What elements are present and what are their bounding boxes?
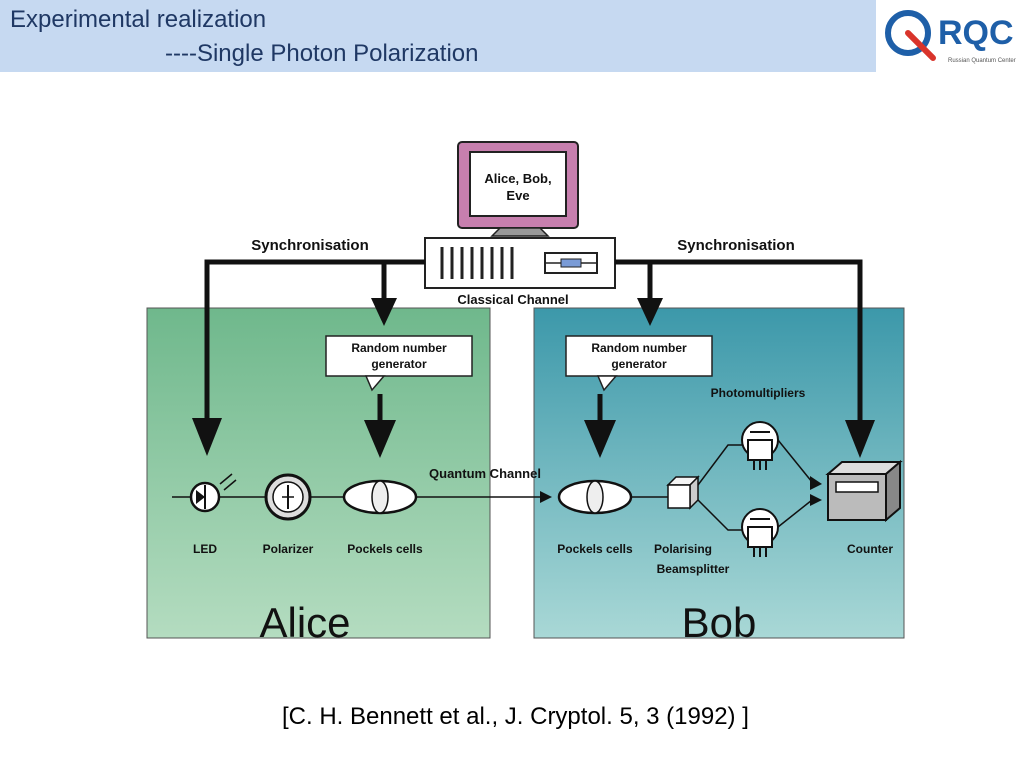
led-icon (189, 473, 237, 513)
counter-icon (825, 459, 903, 523)
logo-text: RQC (938, 14, 1014, 52)
led-label: LED (193, 542, 217, 556)
alice-rng-label-line1: Random number (351, 341, 447, 355)
logo-subtitle: Russian Quantum Center (948, 58, 1016, 64)
alice-rng-box (325, 335, 473, 377)
polarizer-label: Polarizer (263, 542, 314, 556)
bob-pockels-label: Pockels cells (557, 542, 633, 556)
slide-title: Experimental realization (10, 6, 267, 33)
beam-to-upper-pmt (697, 444, 742, 486)
bob-name: Bob (682, 599, 757, 646)
beamsplitter-label-line2: Beamsplitter (657, 562, 730, 576)
monitor-text-line2: Eve (506, 188, 529, 203)
beamsplitter-label-line1: Polarising (654, 542, 712, 556)
slide-subtitle: ----Single Photon Polarization (165, 40, 479, 67)
sync-right-label: Synchronisation (677, 237, 795, 254)
alice-name: Alice (259, 599, 350, 646)
photomultipliers-label: Photomultipliers (711, 386, 806, 400)
polarizer-icon (264, 473, 312, 521)
bob-rng-down-arrowhead (584, 420, 616, 458)
sync-right-path (615, 259, 863, 420)
sync-left-label: Synchronisation (251, 237, 369, 254)
lower-pmt-to-counter (777, 499, 813, 528)
monitor-text-line1: Alice, Bob, (484, 171, 551, 186)
alice-rng-down-arrowhead (364, 420, 396, 458)
logo-q-ring-icon (885, 10, 931, 56)
bob-rng-label-line2: generator (611, 357, 667, 371)
upper-pmt-to-counter (777, 439, 813, 483)
beamsplitter-icon (666, 475, 700, 510)
bob-rng-arrowhead (637, 298, 663, 326)
title-bar: Experimental realization ----Single Phot… (0, 0, 876, 72)
bob-rng-box (565, 335, 713, 377)
alice-pockels-cell-icon (342, 479, 418, 515)
quantum-channel-label: Quantum Channel (429, 466, 541, 481)
sync-left-path (204, 259, 425, 418)
sync-left-arrowhead (192, 418, 222, 456)
lower-photomultiplier-icon (741, 508, 779, 557)
counter-label: Counter (847, 542, 893, 556)
alice-rng-arrowhead (371, 298, 397, 326)
sync-right-arrowhead (845, 420, 875, 458)
beam-to-lower-pmt (697, 499, 742, 531)
alice-pockels-label: Pockels cells (347, 542, 423, 556)
rqc-logo: RQC Russian Quantum Center (885, 10, 1016, 64)
monitor-icon (457, 141, 579, 237)
computer-unit-icon (424, 237, 616, 289)
classical-channel-label: Classical Channel (457, 292, 568, 307)
logo-q-tail-icon (905, 30, 936, 61)
bob-pockels-cell-icon (557, 479, 633, 515)
alice-rng-label-line2: generator (371, 357, 427, 371)
citation: [C. H. Bennett et al., J. Cryptol. 5, 3 … (282, 703, 749, 730)
bob-rng-label-line1: Random number (591, 341, 687, 355)
